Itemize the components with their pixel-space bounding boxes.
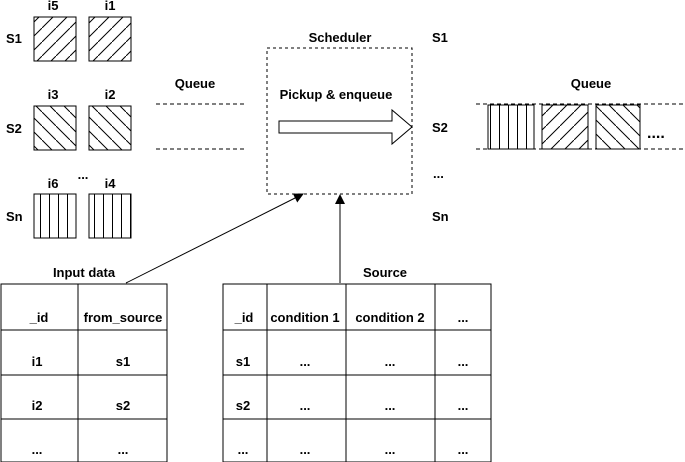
source-header-condition-2: condition 2 [355,310,424,325]
input-cell-r3-source: ... [118,442,129,457]
source-header-condition-1: condition 1 [270,310,339,325]
source-cell-r3-c2: ... [385,442,396,457]
source-header-id: _id [234,310,254,325]
input-cell-r3-id: ... [32,442,43,457]
input-header-id: _id [29,310,49,325]
item-label-i3: i3 [48,87,59,102]
right-source-ellipsis: ... [433,166,444,181]
right-source-label-s2: S2 [432,120,448,135]
queued-item-forward [541,104,589,150]
queue-right-label: Queue [571,76,611,91]
left-gap-ellipsis: ... [78,167,89,182]
source-cell-r2-c3: ... [458,398,469,413]
queue-item-i3 [33,105,77,151]
source-cell-r1-c3: ... [458,354,469,369]
queue-item-i1 [88,16,132,62]
source-cell-r3-c1: ... [300,442,311,457]
queue-item-i2 [88,105,132,151]
source-table [222,283,492,462]
queue-item-i6 [33,193,77,239]
input-header-from-source: from_source [84,310,163,325]
item-label-i1: i1 [105,0,116,13]
item-label-i6: i6 [48,176,59,191]
input-cell-r1-id: i1 [32,354,43,369]
input-cell-r2-source: s2 [116,398,130,413]
scheduler-action: Pickup & enqueue [280,87,393,102]
source-label-sn: Sn [6,209,23,224]
source-table-title: Source [363,265,407,280]
queued-item-back [595,104,641,150]
source-cell-r3-c3: ... [458,442,469,457]
item-label-i2: i2 [105,87,116,102]
queue-left-label: Queue [175,76,215,91]
source-cell-r1-id: s1 [236,354,250,369]
input-table-title: Input data [53,265,116,280]
source-cell-r3-id: ... [238,442,249,457]
input-cell-r2-id: i2 [32,398,43,413]
input-to-scheduler-arrow [125,193,304,284]
source-cell-r2-id: s2 [236,398,250,413]
queue-item-i5 [33,16,77,62]
source-header-more: ... [458,310,469,325]
input-table [0,283,168,462]
scheduler-title: Scheduler [309,30,372,45]
right-source-label-s1: S1 [432,30,448,45]
source-label-s2: S2 [6,121,22,136]
source-cell-r2-c1: ... [300,398,311,413]
source-cell-r2-c2: ... [385,398,396,413]
item-label-i5: i5 [48,0,59,13]
input-cell-r1-source: s1 [116,354,130,369]
queue-item-i4 [88,193,132,239]
queued-item-vertical [487,104,535,150]
pickup-arrow [278,108,413,146]
queue-right-ellipsis: .... [647,125,665,142]
scheduler-box [266,47,413,195]
item-label-i4: i4 [105,176,117,191]
right-source-label-sn: Sn [432,209,449,224]
source-cell-r1-c1: ... [300,354,311,369]
source-label-s1: S1 [6,31,22,46]
source-cell-r1-c2: ... [385,354,396,369]
